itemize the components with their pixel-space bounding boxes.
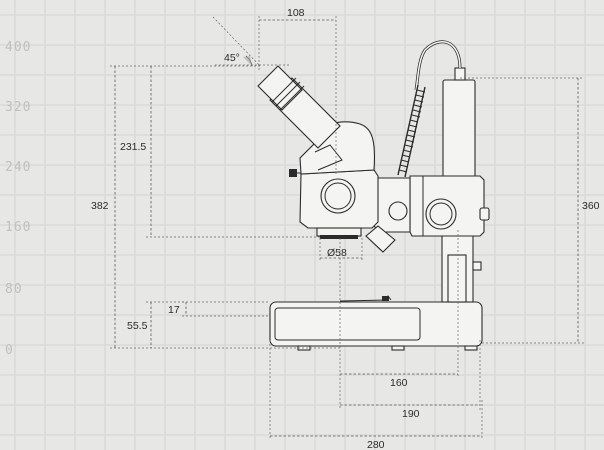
microscope-outline bbox=[257, 40, 490, 351]
base-foot-right bbox=[464, 345, 478, 351]
dimension-labels: 108 45° 231.5 382 360 Ø58 17 55.5 160 19… bbox=[91, 7, 600, 450]
height-scale: 400 320 240 160 80 0 bbox=[5, 40, 31, 358]
dim-eyepiece-offset: 108 bbox=[287, 7, 305, 19]
dim-total-height: 382 bbox=[91, 200, 109, 212]
dim-column-height: 360 bbox=[582, 200, 600, 212]
scale-label-0: 0 bbox=[5, 343, 14, 358]
head-set-screw bbox=[289, 169, 297, 177]
base-plate bbox=[269, 301, 483, 347]
lower-adjust-knob bbox=[365, 225, 396, 253]
dim-objective-diameter: Ø58 bbox=[327, 247, 347, 259]
scale-label-400: 400 bbox=[5, 40, 31, 55]
dim-depth-b: 190 bbox=[402, 408, 420, 420]
arm-knob bbox=[388, 201, 408, 221]
objective-ring bbox=[316, 227, 362, 237]
base-stage-plate bbox=[274, 307, 421, 341]
zoom-knob bbox=[320, 178, 356, 214]
base-foot-mid bbox=[391, 345, 405, 351]
focus-tension-screw bbox=[479, 207, 490, 221]
illuminator-tube bbox=[442, 79, 476, 178]
scale-label-240: 240 bbox=[5, 160, 31, 175]
dim-stage-thickness: 17 bbox=[168, 304, 180, 316]
dim-eye-height: 231.5 bbox=[120, 141, 146, 153]
dim-eyepiece-angle: 45° bbox=[224, 52, 240, 64]
coiled-cord bbox=[397, 84, 426, 178]
scale-label-80: 80 bbox=[5, 282, 23, 297]
pillar-inner bbox=[447, 254, 467, 303]
stage-knob bbox=[382, 296, 389, 301]
scale-label-160: 160 bbox=[5, 220, 31, 235]
pillar-lock-screw bbox=[472, 261, 482, 271]
scale-label-320: 320 bbox=[5, 100, 31, 115]
dimension-lines bbox=[110, 16, 584, 440]
dim-base-height: 55.5 bbox=[127, 320, 148, 332]
dim-depth-a: 160 bbox=[390, 377, 408, 389]
objective-lens bbox=[320, 235, 358, 239]
dim-base-width: 280 bbox=[367, 439, 385, 450]
